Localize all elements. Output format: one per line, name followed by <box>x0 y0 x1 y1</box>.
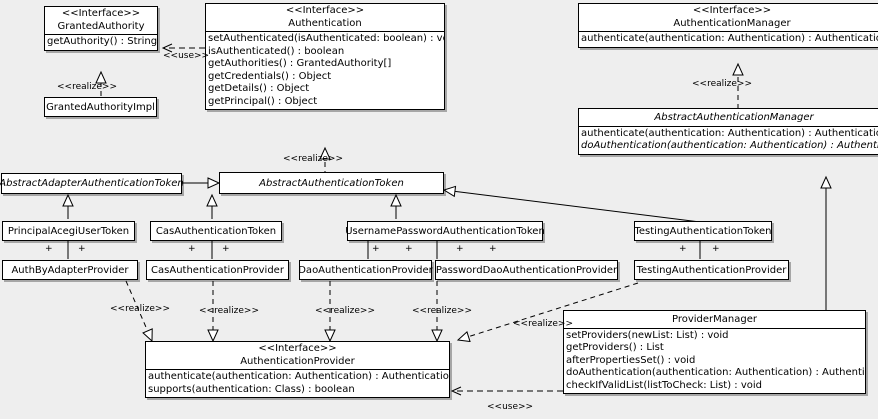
edge-label-realize-password-dao-provider: <<realize>> <box>412 306 472 316</box>
class-box-dao-authentication-provider[interactable]: DaoAuthenticationProvider <box>298 260 433 280</box>
class-box-password-dao-authentication-provider[interactable]: PasswordDaoAuthenticationProvider <box>435 260 618 280</box>
class-name: DaoAuthenticationProvider <box>298 264 433 276</box>
association-plus-mark: + <box>45 244 53 254</box>
class-header: ProviderManager <box>564 311 865 328</box>
class-method: doAuthentication(authentication: Authent… <box>581 140 878 151</box>
association-plus-mark: + <box>456 244 464 254</box>
method-compartment: authenticate(authentication: Authenticat… <box>579 125 878 154</box>
edge-label-realize-authentication-token: <<realize>> <box>283 154 343 164</box>
class-name: ProviderManager <box>671 314 757 325</box>
class-box-provider-manager[interactable]: ProviderManager setProviders(newList: Li… <box>563 310 866 394</box>
association-plus-mark: + <box>78 244 86 254</box>
class-method: getPrincipal() : Object <box>208 95 318 107</box>
class-name: AbstractAuthenticationManager <box>654 112 814 123</box>
class-box-authentication[interactable]: <<Interface>> Authentication setAuthenti… <box>205 3 445 110</box>
class-box-testing-authentication-token[interactable]: TestingAuthenticationToken <box>634 221 772 241</box>
class-box-authentication-provider[interactable]: <<Interface>> AuthenticationProvider aut… <box>145 341 450 398</box>
association-plus-mark: + <box>222 244 230 254</box>
class-method: getAuthority() : String <box>47 36 157 47</box>
method-compartment: authenticate(authentication: Authenticat… <box>579 31 878 47</box>
class-method: getCredentials() : Object <box>208 70 332 82</box>
class-method: authenticate(authentication: Authenticat… <box>581 33 878 44</box>
association-plus-mark: + <box>712 244 720 254</box>
class-name: PasswordDaoAuthenticationProvider <box>435 264 618 276</box>
class-box-authentication-manager[interactable]: <<Interface>> AuthenticationManager auth… <box>578 3 878 48</box>
association-plus-mark: + <box>679 244 687 254</box>
class-method: setAuthenticated(isAuthenticated: boolea… <box>208 33 444 44</box>
class-name: AuthenticationManager <box>673 17 791 29</box>
method-compartment: authenticate(authentication: Authenticat… <box>146 369 449 397</box>
class-method: authenticate(authentication: Authenticat… <box>148 371 449 382</box>
class-name: GrantedAuthorityImpl <box>46 101 155 113</box>
class-name: CasAuthenticationProvider <box>151 264 284 276</box>
class-name: AbstractAuthenticationToken <box>259 177 404 189</box>
class-header: <<Interface>> AuthenticationProvider <box>146 342 449 369</box>
association-plus-mark: + <box>405 244 413 254</box>
association-plus-mark: + <box>372 244 380 254</box>
class-box-username-password-authentication-token[interactable]: UsernamePasswordAuthenticationToken <box>345 221 545 241</box>
class-box-testing-authentication-provider[interactable]: TestingAuthenticationProvider <box>634 260 789 280</box>
edge-label-use-provider-manager: <<use>> <box>487 402 534 412</box>
class-method: isAuthenticated() : boolean <box>208 45 345 57</box>
class-method: doAuthentication(authentication: Authent… <box>566 367 865 378</box>
class-box-granted-authority-impl[interactable]: GrantedAuthorityImpl <box>44 97 157 117</box>
class-method: getProviders() : List <box>566 342 664 353</box>
edge-label-realize-abstract-authentication-manager: <<realize>> <box>692 79 752 89</box>
edge-label-realize-dao-provider: <<realize>> <box>315 306 375 316</box>
association-plus-mark: + <box>188 244 196 254</box>
edge-label-use-granted-authority: <<use>> <box>163 51 210 61</box>
class-box-granted-authority[interactable]: <<Interface>> GrantedAuthority getAuthor… <box>44 6 158 51</box>
class-box-cas-authentication-provider[interactable]: CasAuthenticationProvider <box>146 260 289 280</box>
class-header: <<Interface>> Authentication <box>206 4 444 31</box>
class-name: UsernamePasswordAuthenticationToken <box>345 225 545 237</box>
class-method: getDetails() : Object <box>208 83 310 94</box>
class-stereotype: <<Interface>> <box>692 5 772 16</box>
method-compartment: getAuthority() : String <box>45 34 157 50</box>
class-name: TestingAuthenticationProvider <box>636 264 787 276</box>
class-name: GrantedAuthority <box>57 20 145 32</box>
class-method: checkIfValidList(listToCheck: List) : vo… <box>566 379 763 391</box>
class-stereotype: <<Interface>> <box>61 8 141 19</box>
class-name: AuthenticationProvider <box>240 355 355 367</box>
class-header: AbstractAuthenticationManager <box>579 109 878 126</box>
class-box-abstract-adapter-authentication-token[interactable]: AbstractAdapterAuthenticationToken <box>0 173 184 194</box>
edge-label-realize-cas-provider: <<realize>> <box>199 306 259 316</box>
edge-label-realize-auth-by-adapter: <<realize>> <box>110 304 170 314</box>
class-method: setProviders(newList: List) : void <box>566 329 729 341</box>
class-name: Authentication <box>288 17 362 29</box>
method-compartment: setProviders(newList: List) : void getPr… <box>564 327 865 394</box>
class-box-cas-authentication-token[interactable]: CasAuthenticationToken <box>150 221 282 241</box>
class-box-abstract-authentication-manager[interactable]: AbstractAuthenticationManager authentica… <box>578 108 878 155</box>
class-stereotype: <<Interface>> <box>285 5 365 16</box>
class-header: <<Interface>> AuthenticationManager <box>579 4 878 31</box>
class-method: supports(authentication: Class) : boolea… <box>148 383 355 395</box>
edge-label-realize-testing-provider: <<realize>> <box>513 319 573 329</box>
class-name: AuthByAdapterProvider <box>11 264 129 276</box>
class-name: TestingAuthenticationToken <box>634 225 772 237</box>
class-box-auth-by-adapter-provider[interactable]: AuthByAdapterProvider <box>2 260 138 280</box>
class-box-principal-acegi-user-token[interactable]: PrincipalAcegiUserToken <box>2 221 135 241</box>
method-compartment: setAuthenticated(isAuthenticated: boolea… <box>206 31 444 109</box>
association-plus-mark: + <box>489 244 497 254</box>
class-stereotype: <<Interface>> <box>258 343 337 354</box>
class-box-abstract-authentication-token[interactable]: AbstractAuthenticationToken <box>219 172 444 194</box>
class-header: <<Interface>> GrantedAuthority <box>45 7 157 34</box>
class-name: PrincipalAcegiUserToken <box>7 225 130 237</box>
class-method: authenticate(authentication: Authenticat… <box>581 127 878 139</box>
class-method: getAuthorities() : GrantedAuthority[] <box>208 58 392 69</box>
edge-label-realize-granted-authority-impl: <<realize>> <box>57 82 117 92</box>
edge-generalization-testingauthenticationtoken <box>442 185 701 223</box>
class-name: CasAuthenticationToken <box>155 225 277 237</box>
class-name: AbstractAdapterAuthenticationToken <box>0 178 184 189</box>
class-method: afterPropertiesSet() : void <box>566 354 696 366</box>
